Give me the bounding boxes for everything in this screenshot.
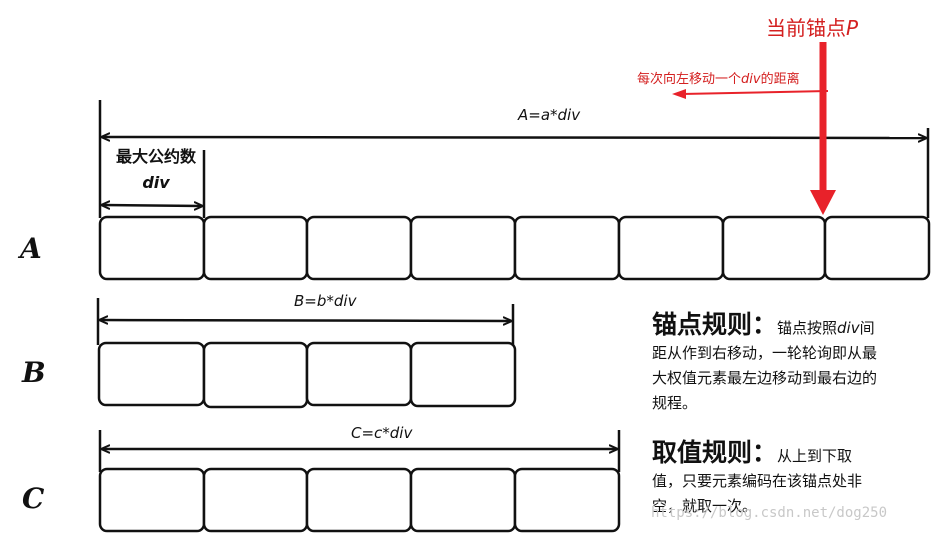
value-rule: 取值规则：从上到下取 值，只要元素编码在该锚点处非 空，就取一次。 (652, 440, 934, 519)
formula-b: B=b*div (294, 292, 357, 310)
dimension-b (96, 298, 515, 345)
row-label-a: A (20, 232, 42, 265)
row-a-box (98, 215, 206, 281)
row-b-boxes (97, 341, 517, 409)
move-note-pre: 每次向左移动一个 (637, 72, 742, 87)
row-a-box (305, 215, 413, 281)
watermark: https://blog.csdn.net/dog250 (651, 505, 888, 521)
dimension-c (98, 430, 621, 472)
anchor-rule-p1-end: 间 (859, 319, 875, 337)
gcd-label-line1: 最大公约数 (115, 147, 196, 166)
move-left-arrow (672, 89, 829, 99)
row-b-box (305, 341, 413, 407)
anchor-rule: 锚点规则：锚点按照div间 距从作到右移动，一轮轮询即从最 大权值元素最左边移动… (652, 312, 934, 416)
value-rule-p1: 从上到下取 (777, 447, 853, 465)
row-c-box (409, 467, 517, 533)
anchor-rule-line4: 规程。 (652, 394, 698, 412)
anchor-rule-p1: 锚点按照 (777, 319, 838, 337)
row-c-box (202, 467, 309, 533)
gcd-label: 最大公约数 div (106, 144, 206, 196)
row-c-box (305, 467, 413, 533)
row-a-box (202, 215, 309, 281)
anchor-rule-title: 锚点规则： (652, 310, 778, 339)
row-label-c: C (22, 482, 45, 515)
move-note-div: div (741, 72, 761, 87)
row-c-box (513, 467, 621, 533)
formula-a: A=a*div (518, 106, 581, 124)
row-a-box (617, 215, 725, 281)
value-rule-line1: 取值规则：从上到下取 (652, 440, 934, 469)
anchor-rule-line1: 锚点规则：锚点按照div间 (652, 312, 934, 341)
row-c-boxes (98, 467, 621, 533)
row-b-box (97, 341, 206, 407)
anchor-symbol: P (846, 16, 859, 40)
anchor-arrow (810, 42, 836, 215)
row-label-b: B (22, 356, 46, 389)
dimension-gcd (102, 150, 206, 218)
row-a-box (721, 215, 827, 281)
move-note: 每次向左移动一个div的距离 (637, 68, 800, 87)
row-a-boxes (98, 215, 931, 281)
anchor-rule-line3: 大权值元素最左边移动到最右边的 (652, 369, 878, 387)
anchor-rule-line2: 距从作到右移动，一轮轮询即从最 (652, 344, 878, 362)
formula-c: C=c*div (351, 424, 413, 442)
gcd-label-line2: div (142, 173, 170, 192)
row-a-box (513, 215, 621, 281)
row-a-box (409, 215, 517, 281)
row-b-box (409, 341, 517, 408)
anchor-title-text: 当前锚点 (766, 16, 846, 40)
anchor-rule-p1-div: div (837, 319, 860, 337)
value-rule-title: 取值规则： (652, 438, 778, 467)
value-rule-line3: 空，就取一次。 (652, 497, 758, 515)
move-note-post: 的距离 (760, 72, 800, 87)
value-rule-line2: 值，只要元素编码在该锚点处非 (652, 472, 863, 490)
dimension-a (98, 100, 930, 218)
anchor-title: 当前锚点P (766, 12, 858, 41)
row-b-box (202, 341, 309, 409)
row-c-box (98, 467, 206, 533)
row-a-box (823, 215, 931, 281)
